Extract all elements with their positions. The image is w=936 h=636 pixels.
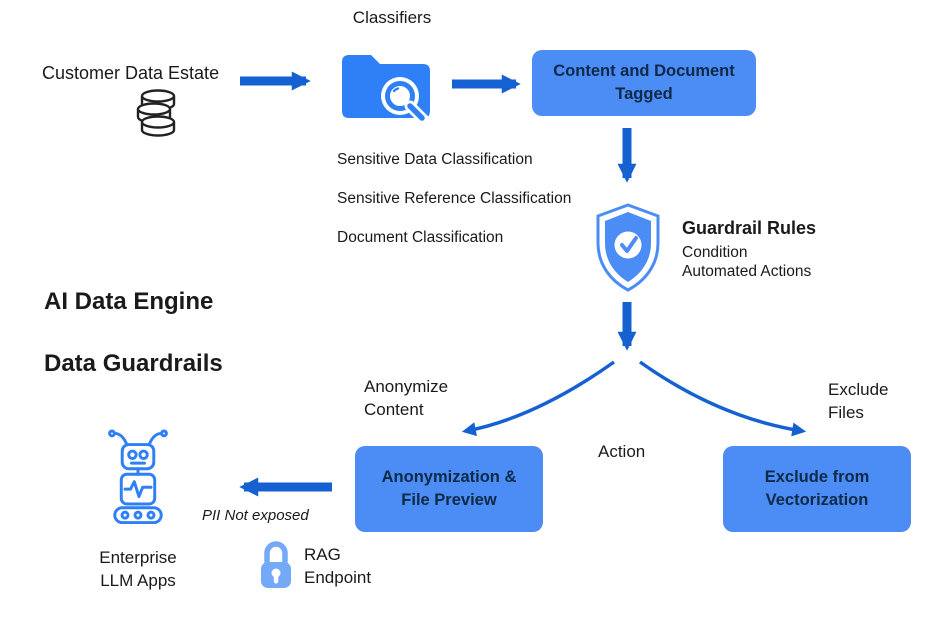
classification-list: Sensitive Data Classification Sensitive … <box>337 130 571 267</box>
lock-icon <box>256 538 296 592</box>
classification-item: Document Classification <box>337 228 504 246</box>
anonymization-label: Anonymization & File Preview <box>381 467 517 509</box>
guardrail-rules-title: Guardrail Rules <box>682 218 817 238</box>
pii-note: PII Not exposed <box>202 507 309 524</box>
diagram-title-line2: Data Guardrails <box>44 350 223 377</box>
classifiers-label: Classifiers <box>352 8 432 27</box>
exclude-vectorization-node: Exclude from Vectorization <box>723 446 911 532</box>
guardrail-actions-label: Automated Actions <box>682 263 812 280</box>
content-tagged-node: Content and Document Tagged <box>532 50 756 116</box>
anonymization-node: Anonymization & File Preview <box>355 446 543 532</box>
classification-item: Sensitive Data Classification <box>337 150 533 168</box>
customer-data-estate-label: Customer Data Estate <box>42 63 220 83</box>
guardrail-condition-label: Condition <box>682 244 748 261</box>
robot-icon <box>96 426 180 530</box>
classification-item: Sensitive Reference Classification <box>337 189 572 207</box>
action-label: Action <box>598 442 646 461</box>
anonymize-content-label: Anonymize Content <box>364 377 449 419</box>
content-tagged-label: Content and Document Tagged <box>553 61 735 103</box>
diagram-title: AI Data Engine Data Guardrails <box>44 255 223 410</box>
enterprise-llm-label: Enterprise LLM Apps <box>99 548 177 590</box>
rag-endpoint-label: RAG Endpoint <box>304 545 372 587</box>
folder-search-icon <box>338 40 434 128</box>
diagram-title-line1: AI Data Engine <box>44 288 214 315</box>
database-icon <box>126 86 186 142</box>
exclude-files-label: Exclude Files <box>828 380 889 422</box>
exclude-vectorization-label: Exclude from Vectorization <box>764 467 870 509</box>
guardrail-shield-icon <box>592 198 664 298</box>
